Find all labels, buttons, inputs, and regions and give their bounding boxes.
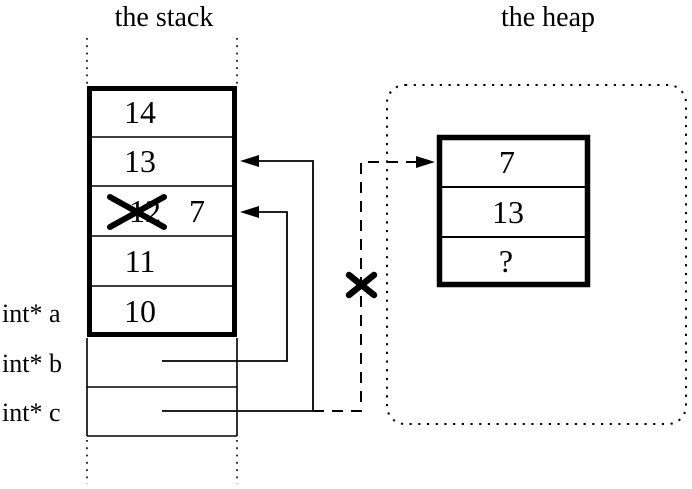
pointer-label-a: int* a [2,299,61,328]
stack-title: the stack [115,2,214,33]
heap-block-box: 7 13 ? [436,134,591,288]
heap-region-boundary [386,84,687,425]
arrowhead-right-icon [416,156,435,168]
cross-out-x-icon [107,194,167,230]
pointer-c-line [162,160,314,412]
stack-array-box: 14 13 12 11 10 7 [87,86,237,337]
heap-title: the heap [501,2,595,33]
stack-dotted-guides [86,38,238,484]
pointer-b-line [162,211,288,362]
dangling-pointer-arrow [313,156,435,412]
heap-cell-value: 13 [492,194,524,230]
stack-array-frame [87,86,237,337]
pointer-c-arrow [162,155,314,412]
arrowhead-left-icon [240,155,259,167]
stack-cell-value: 13 [124,143,156,179]
heap-cell-value: 7 [499,144,515,180]
stack-cell-value: 14 [124,94,156,130]
arrowhead-left-icon [240,206,259,218]
overwritten-value: 7 [189,193,205,229]
heap-block-frame [436,134,591,288]
stack-cell-value: 10 [124,293,156,329]
stack-cell-value: 11 [125,243,156,279]
pointer-variable-cells [86,338,238,437]
pointer-label-c: int* c [2,398,61,427]
invalid-pointer-x-icon [345,271,378,299]
pointer-b-arrow [162,206,288,362]
pointer-label-b: int* b [2,349,62,378]
heap-cell-value: ? [499,243,513,279]
